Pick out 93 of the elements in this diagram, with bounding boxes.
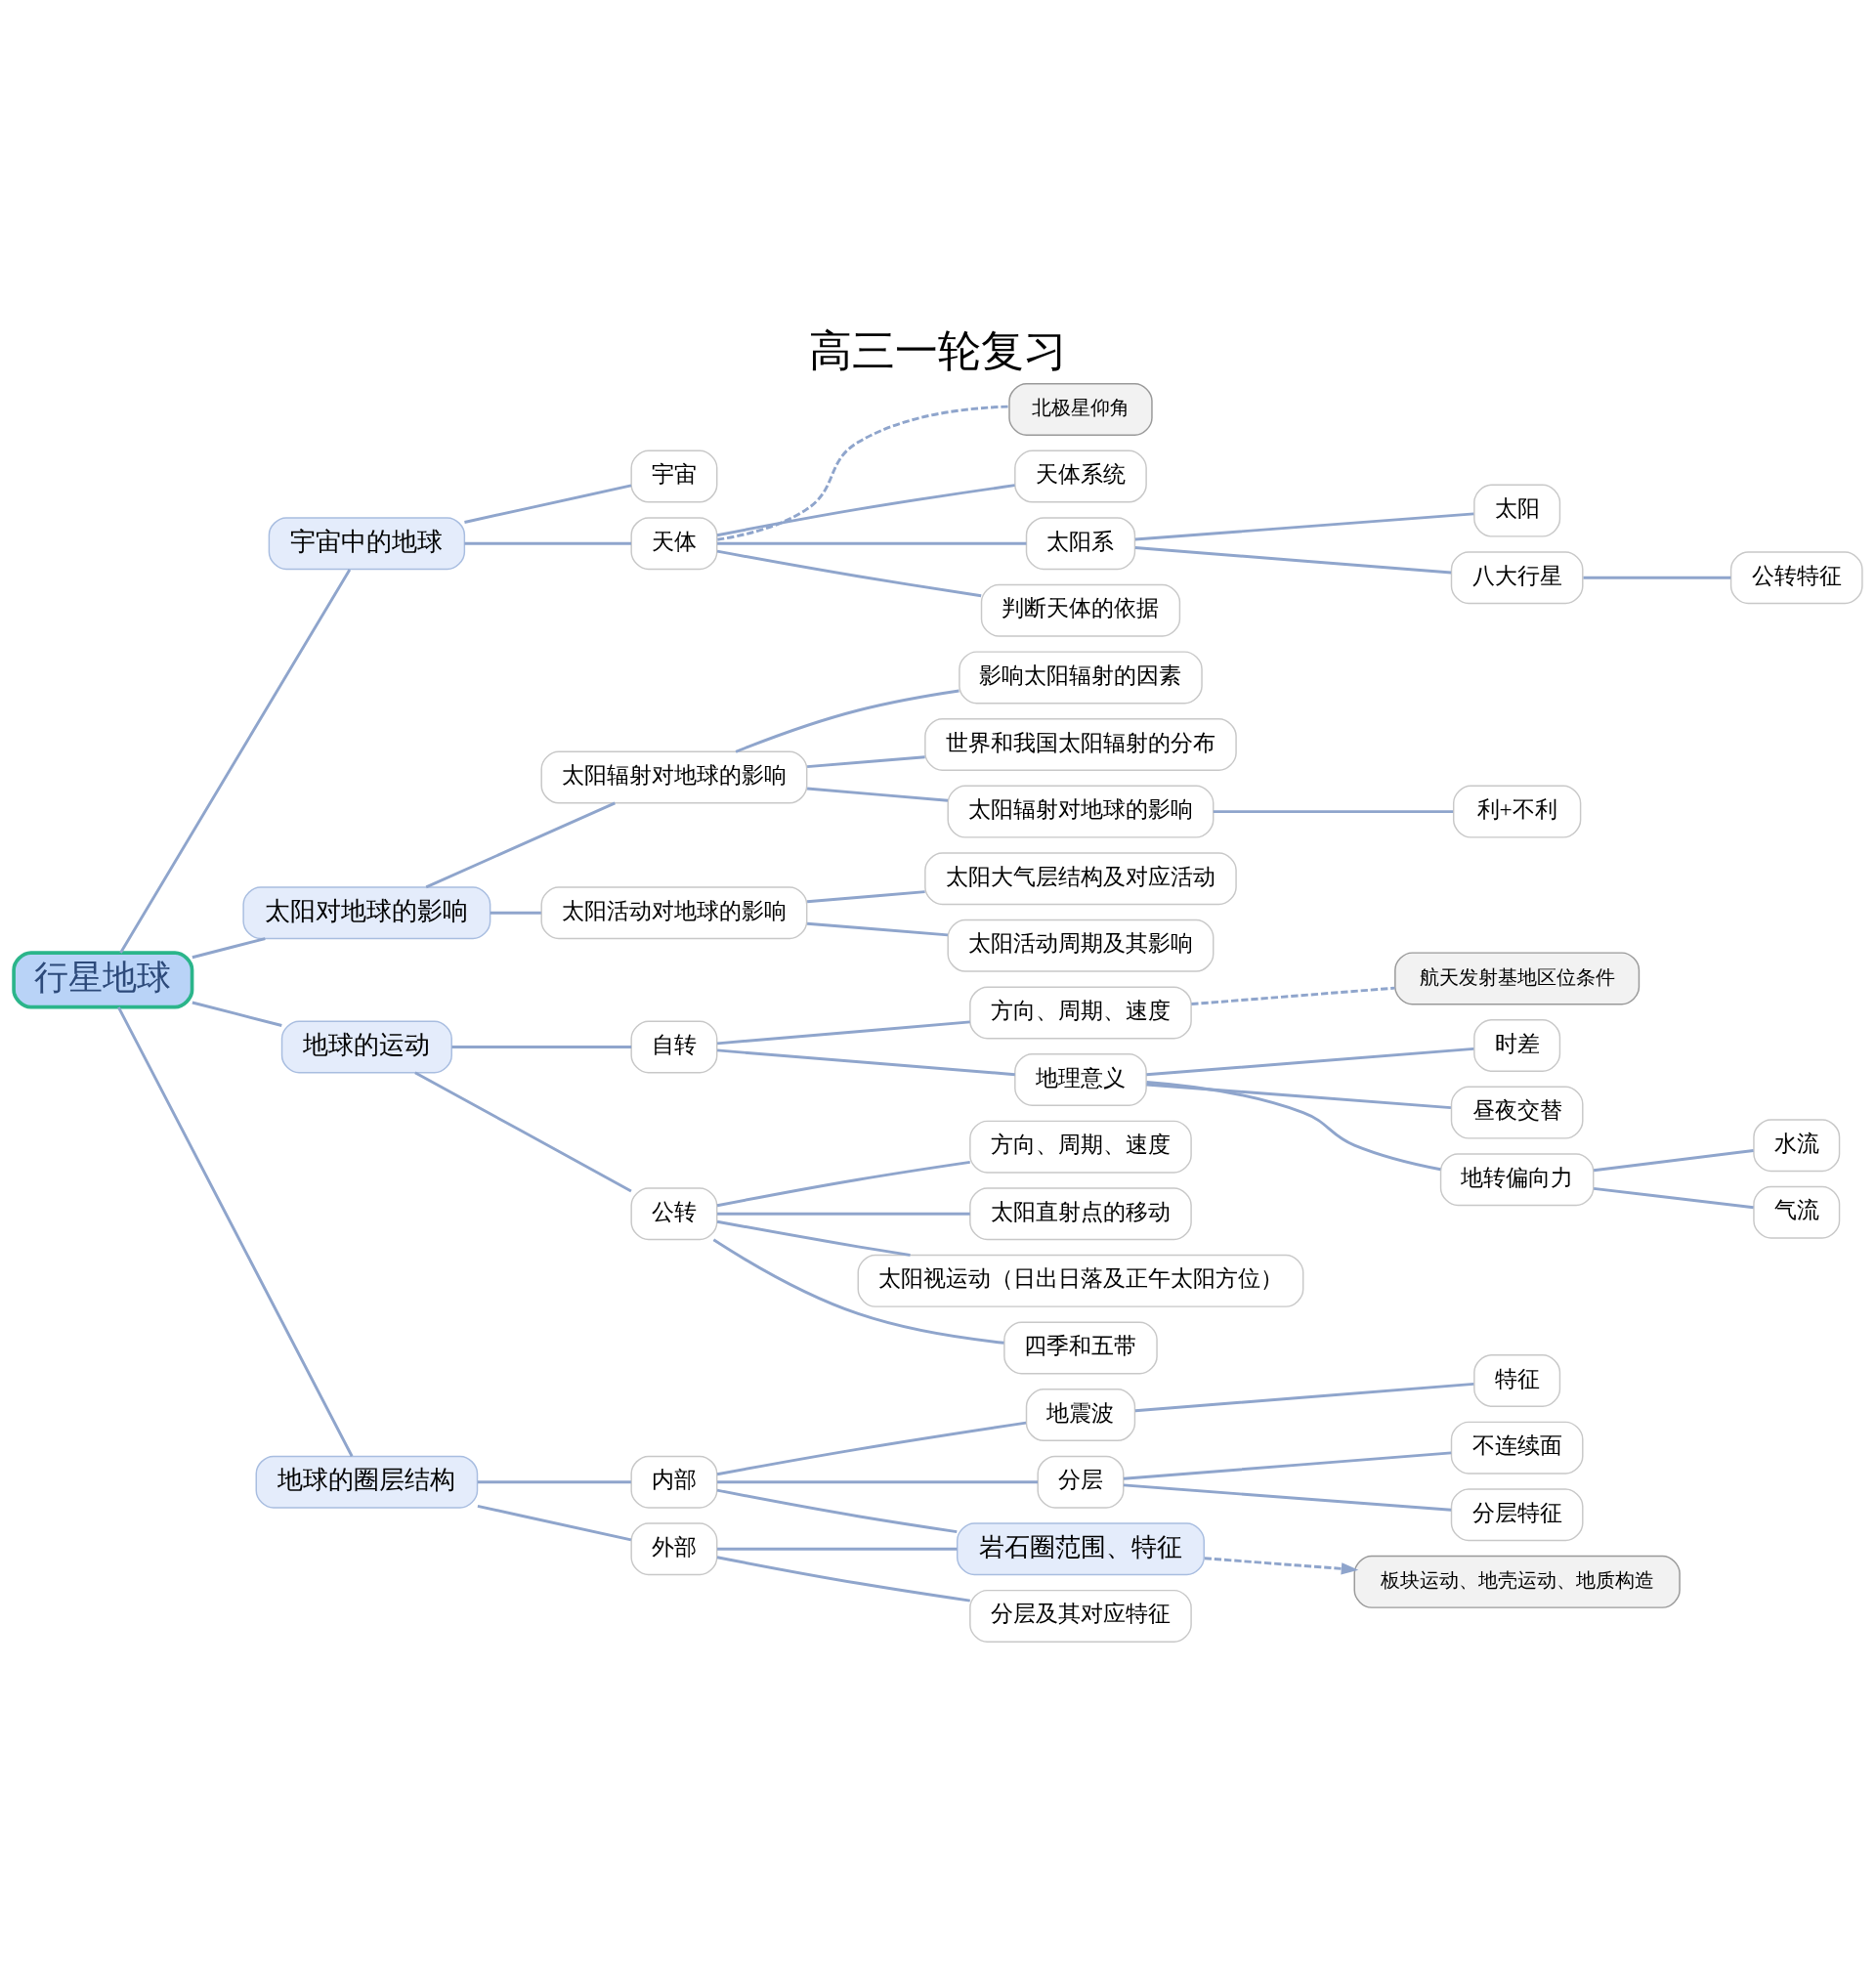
connector xyxy=(451,1045,632,1048)
connector xyxy=(717,1479,1039,1483)
connector xyxy=(716,1555,970,1603)
node-box: 公转 xyxy=(630,1186,718,1240)
connector xyxy=(1213,809,1454,813)
node-box: 方向、周期、速度 xyxy=(969,985,1192,1039)
connector xyxy=(807,754,925,768)
node-box: 利+不利 xyxy=(1452,785,1582,838)
connector xyxy=(477,1479,631,1483)
connector xyxy=(717,1212,970,1216)
node-box: 方向、周期、速度 xyxy=(969,1120,1192,1174)
connector xyxy=(425,801,616,888)
connector xyxy=(117,1005,354,1457)
node-box: 地转偏向力 xyxy=(1439,1152,1595,1206)
node-box: 地理意义 xyxy=(1014,1052,1147,1106)
connector xyxy=(716,1019,970,1045)
node-box: 特征 xyxy=(1473,1353,1561,1407)
connector xyxy=(717,405,1009,541)
node-box: 时差 xyxy=(1473,1018,1561,1072)
node-box: 太阳直射点的移动 xyxy=(969,1186,1192,1240)
connector xyxy=(806,787,949,802)
node-box: 公转特征 xyxy=(1729,550,1863,604)
connector xyxy=(1146,1080,1441,1171)
node-box: 太阳大气层结构及对应活动 xyxy=(924,851,1237,905)
connector xyxy=(464,484,632,524)
node-box: 世界和我国太阳辐射的分布 xyxy=(924,717,1237,771)
connector xyxy=(807,921,949,936)
connector xyxy=(1134,1382,1474,1412)
node-box: 地球的运动 xyxy=(280,1019,452,1073)
connector xyxy=(414,1071,632,1192)
node-box: 太阳辐射对地球的影响 xyxy=(540,750,808,804)
node-box: 影响太阳辐射的因素 xyxy=(959,650,1203,704)
node-box: 宇宙 xyxy=(630,449,718,503)
connector xyxy=(717,541,1027,545)
node-box: 地震波 xyxy=(1025,1388,1136,1441)
connector xyxy=(807,889,925,903)
node-box: 自转 xyxy=(630,1019,718,1073)
connector xyxy=(1593,1148,1754,1172)
node-box: 太阳活动对地球的影响 xyxy=(540,885,808,939)
arrow xyxy=(1204,1556,1359,1574)
node-box: 太阳辐射对地球的影响 xyxy=(947,785,1215,838)
node-box: 外部 xyxy=(630,1521,718,1575)
node-box: 太阳活动周期及其影响 xyxy=(947,919,1215,972)
node-box: 分层特征 xyxy=(1450,1487,1584,1541)
connector xyxy=(464,541,631,545)
node-box: 昼夜交替 xyxy=(1450,1086,1584,1139)
node-box: 太阳 xyxy=(1473,484,1561,537)
connector xyxy=(490,911,541,915)
connector xyxy=(192,1001,282,1027)
node-box: 天体系统 xyxy=(1014,449,1147,503)
node-box: 判断天体的依据 xyxy=(980,583,1181,637)
connector xyxy=(735,689,959,753)
diagram-title: 高三一轮复习 xyxy=(809,324,1067,375)
connector xyxy=(1191,986,1395,1005)
node-box: 航天发射基地区位条件 xyxy=(1394,951,1641,1004)
connector xyxy=(716,1047,1015,1076)
node-box: 北极星仰角 xyxy=(1008,382,1153,436)
connector xyxy=(716,549,982,597)
connector xyxy=(1146,1047,1474,1076)
node-box: 气流 xyxy=(1753,1185,1841,1239)
connector xyxy=(1583,576,1731,579)
connector xyxy=(716,1160,970,1207)
connector xyxy=(119,568,352,954)
connector xyxy=(712,1238,1004,1345)
connector xyxy=(716,483,1015,536)
node-box: 太阳对地球的影响 xyxy=(242,885,491,939)
connector xyxy=(1134,545,1452,574)
connector xyxy=(716,1219,911,1257)
connector xyxy=(1146,1083,1451,1109)
connector xyxy=(1123,1450,1452,1480)
node-box: 天体 xyxy=(630,516,718,570)
connector xyxy=(716,1488,958,1533)
node-box: 分层 xyxy=(1037,1455,1125,1509)
connector xyxy=(716,1421,1027,1475)
node-box: 板块运动、地壳运动、地质构造 xyxy=(1353,1555,1681,1608)
node-box: 八大行星 xyxy=(1450,550,1584,604)
connector xyxy=(1593,1186,1754,1209)
node-box: 四季和五带 xyxy=(1003,1320,1158,1374)
node-box: 太阳视运动（日出日落及正午太阳方位） xyxy=(857,1254,1304,1307)
connector xyxy=(1123,1482,1452,1512)
node-box: 分层及其对应特征 xyxy=(969,1589,1192,1643)
node-box: 行星地球 xyxy=(12,950,194,1008)
node-box: 岩石圈范围、特征 xyxy=(957,1521,1205,1575)
connector xyxy=(477,1504,632,1541)
node-box: 地球的圈层结构 xyxy=(255,1455,479,1509)
connector xyxy=(1134,511,1474,540)
connector xyxy=(192,936,266,959)
node-box: 内部 xyxy=(630,1455,718,1509)
node-box: 宇宙中的地球 xyxy=(268,516,466,570)
node-box: 不连续面 xyxy=(1450,1421,1584,1474)
node-box: 水流 xyxy=(1753,1118,1841,1172)
connector xyxy=(717,1547,958,1551)
node-box: 太阳系 xyxy=(1025,516,1136,570)
